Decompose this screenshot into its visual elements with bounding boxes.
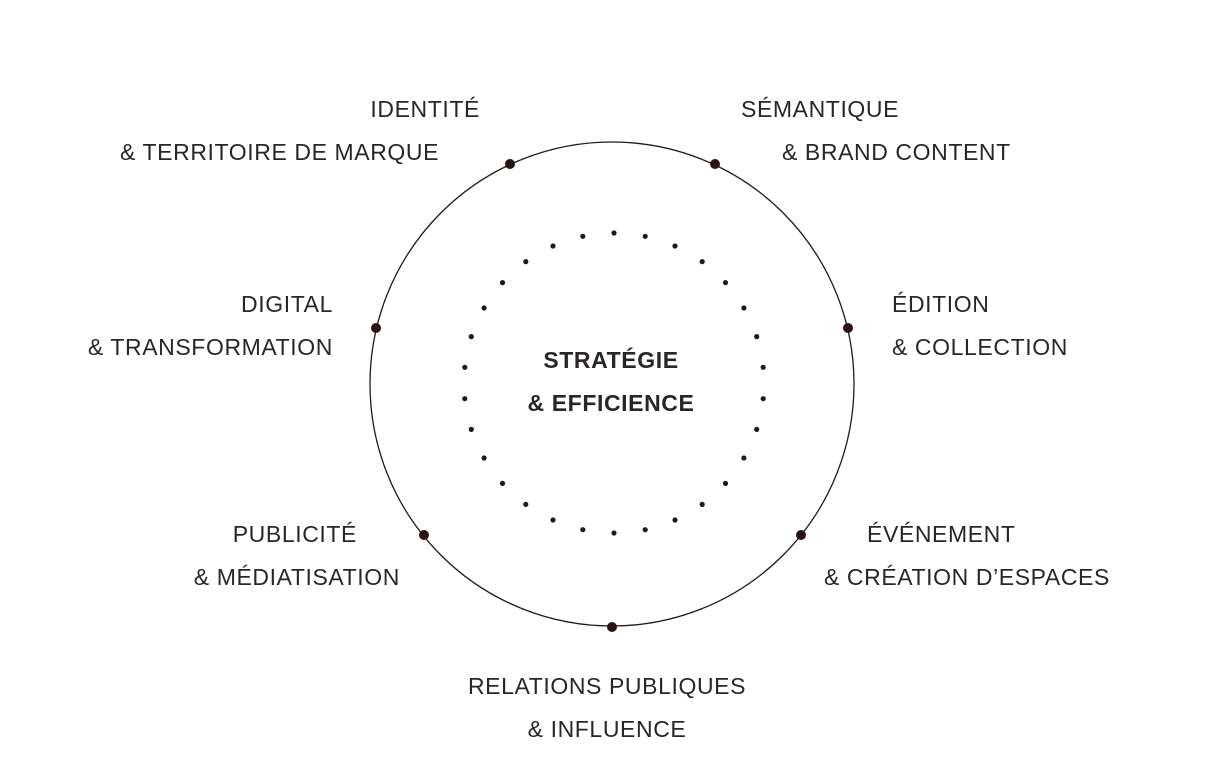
- node-label-edition-line1: ÉDITION: [892, 291, 990, 317]
- node-label-digital-line2: & TRANSFORMATION: [87, 334, 333, 360]
- inner-ring-dot: [760, 364, 766, 370]
- inner-ring-dot: [699, 501, 705, 507]
- inner-ring-dot: [550, 243, 556, 249]
- node-label-evenement-line2: & CRÉATION D’ESPACES: [824, 564, 1110, 590]
- center-label: STRATÉGIE & EFFICIENCE: [461, 339, 761, 425]
- inner-ring-dot: [672, 243, 678, 249]
- inner-ring-dot: [481, 305, 487, 311]
- node-dot-edition: [843, 323, 853, 333]
- inner-ring-dot: [722, 480, 729, 486]
- node-label-publicite: PUBLICITÉ & MÉDIATISATION: [100, 513, 400, 599]
- node-label-publicite-line1: PUBLICITÉ: [232, 521, 357, 547]
- inner-ring-dot: [499, 280, 506, 286]
- inner-ring-dot: [642, 527, 648, 533]
- inner-ring-dot: [468, 426, 474, 432]
- node-label-publicite-line2: & MÉDIATISATION: [193, 564, 400, 590]
- inner-dotted-ring: [462, 230, 766, 536]
- inner-ring-dot: [699, 259, 705, 265]
- node-dot-publicite: [419, 530, 429, 540]
- node-dot-identite: [505, 159, 515, 169]
- node-dot-relations: [607, 622, 617, 632]
- node-dot-semantique: [710, 159, 720, 169]
- inner-ring-dot: [462, 364, 468, 370]
- inner-ring-dot: [741, 305, 747, 311]
- node-label-identite: IDENTITÉ & TERRITOIRE DE MARQUE: [120, 88, 480, 174]
- inner-ring-dot: [468, 334, 474, 340]
- node-label-digital-line1: DIGITAL: [241, 291, 333, 317]
- inner-ring-dot: [642, 233, 648, 239]
- center-label-line2: & EFFICIENCE: [527, 390, 695, 416]
- node-label-relations-line2: & INFLUENCE: [527, 716, 687, 742]
- inner-ring-dot: [462, 396, 468, 402]
- inner-ring-dot: [672, 517, 678, 523]
- node-label-evenement: ÉVÉNEMENT & CRÉATION D’ESPACES: [824, 513, 1154, 599]
- inner-ring-dot: [523, 501, 529, 507]
- node-label-digital: DIGITAL & TRANSFORMATION: [40, 283, 333, 369]
- node-dot-digital: [371, 323, 381, 333]
- inner-ring-dot: [741, 455, 747, 461]
- node-label-relations: RELATIONS PUBLIQUES & INFLUENCE: [417, 665, 797, 751]
- inner-ring-dot: [523, 259, 529, 265]
- inner-ring-dot: [481, 455, 487, 461]
- inner-ring-dot: [754, 426, 760, 432]
- node-label-semantique-line2: & BRAND CONTENT: [782, 139, 1011, 165]
- node-label-semantique-line1: SÉMANTIQUE: [741, 96, 900, 122]
- inner-ring-dot: [550, 517, 556, 523]
- inner-ring-dot: [754, 334, 760, 340]
- node-label-edition: ÉDITION & COLLECTION: [892, 283, 1152, 369]
- node-label-semantique: SÉMANTIQUE & BRAND CONTENT: [741, 88, 1041, 174]
- node-label-relations-line1: RELATIONS PUBLIQUES: [467, 673, 747, 699]
- node-label-identite-line2: & TERRITOIRE DE MARQUE: [120, 139, 440, 165]
- inner-ring-dot: [580, 233, 586, 239]
- inner-ring-dot: [722, 280, 729, 286]
- inner-ring-dot: [611, 530, 617, 536]
- center-label-line1: STRATÉGIE: [543, 347, 679, 373]
- node-label-edition-line2: & COLLECTION: [892, 334, 1068, 360]
- inner-ring-dot: [580, 527, 586, 533]
- node-dot-evenement: [796, 530, 806, 540]
- inner-ring-dot: [611, 230, 617, 236]
- inner-ring-dot: [499, 480, 506, 486]
- node-label-identite-line1: IDENTITÉ: [370, 96, 480, 122]
- inner-ring-dot: [760, 396, 766, 402]
- node-label-evenement-line1: ÉVÉNEMENT: [867, 521, 1016, 547]
